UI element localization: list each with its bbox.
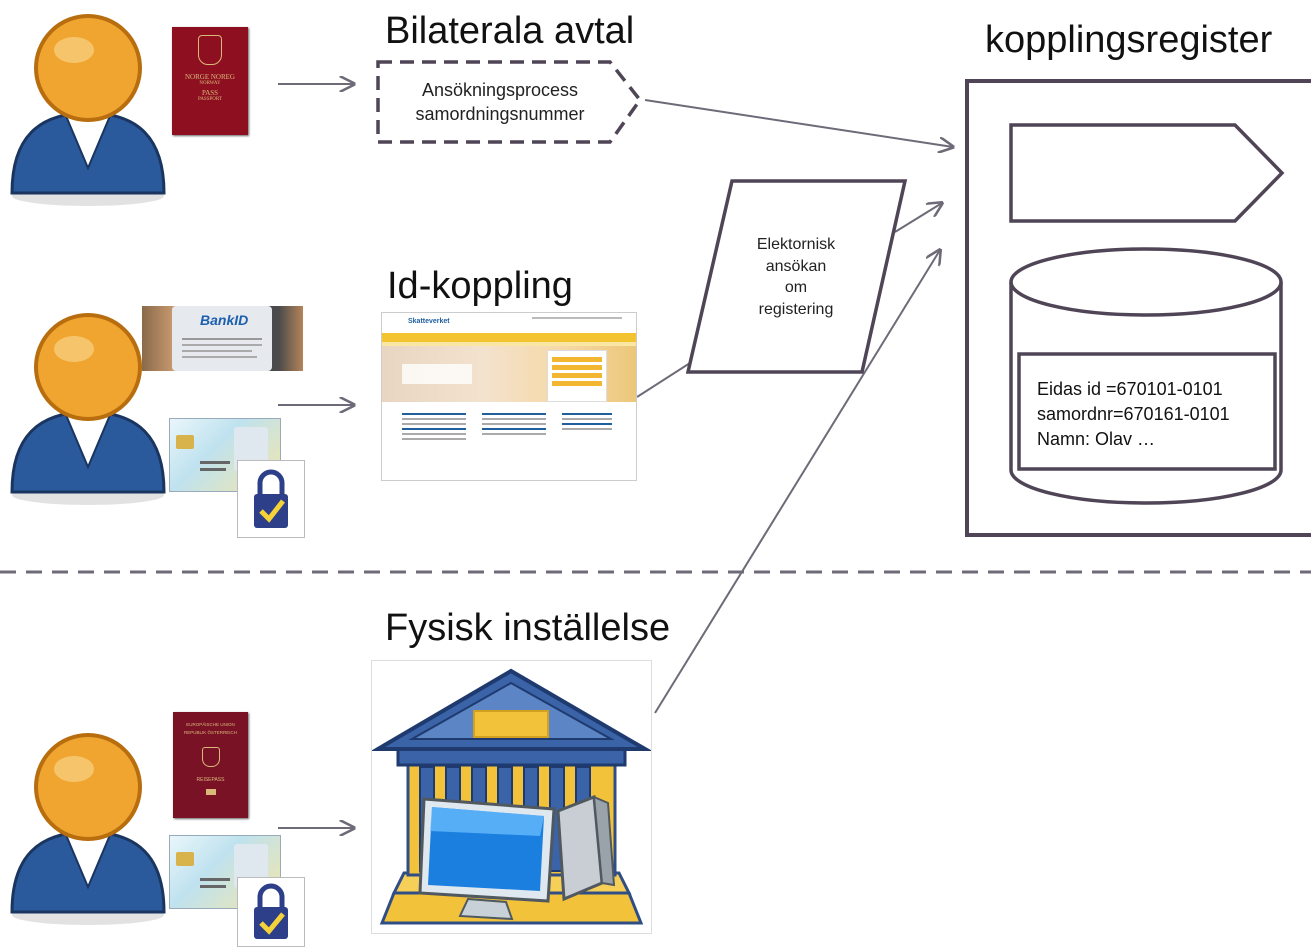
- record-line3: Namn: Olav …: [1037, 429, 1156, 449]
- electronic-doc-shape: [685, 179, 908, 374]
- website-hero-photo: [382, 346, 636, 402]
- crest-icon: [198, 35, 222, 65]
- website-screenshot: Skatteverket: [381, 312, 637, 481]
- passport-austria-image: EUROPÄISCHE UNION REPUBLIK ÖSTERREICH RE…: [173, 712, 248, 818]
- website-nav: [382, 333, 636, 342]
- register-pentagon: [1009, 123, 1285, 223]
- passport-norway-line3: PASS: [201, 89, 219, 97]
- register-database-top: [1009, 247, 1283, 317]
- eu-lock-icon: [237, 460, 305, 538]
- record-text: Eidas id =670101-0101 samordnr=670161-01…: [1037, 377, 1230, 452]
- eu-lock-icon: [237, 877, 305, 947]
- biometric-chip-icon: [205, 789, 216, 795]
- office-building-image: [370, 660, 653, 934]
- doc-line1: Elektornisk: [756, 236, 836, 253]
- heading-register: kopplingsregister: [985, 19, 1273, 61]
- passport-norway-line2: NORWAY: [199, 81, 221, 86]
- record-line2: samordnr=670161-0101: [1037, 404, 1230, 424]
- website-header: Skatteverket: [382, 313, 636, 333]
- doc-line4: registering: [758, 300, 834, 318]
- heading-idkoppling: Id-koppling: [387, 265, 573, 307]
- person-icon: [10, 14, 166, 206]
- passport-norway-line1: NORGE NOREG: [185, 73, 235, 81]
- passport-austria-line3: REISEPASS: [196, 777, 225, 783]
- website-sidebar-panel: [547, 350, 607, 402]
- line-website-to-doc: [636, 362, 691, 398]
- person-icon: [10, 733, 166, 925]
- bankid-logo: BankID: [200, 312, 249, 328]
- website-body: [382, 402, 636, 451]
- website-logo: Skatteverket: [408, 318, 450, 325]
- passport-austria-line1: EUROPÄISCHE UNION: [186, 722, 235, 727]
- arrow-doc-to-register: [894, 203, 942, 233]
- record-box: [1017, 352, 1277, 471]
- chip-icon: [176, 852, 194, 866]
- process-box-shape: [376, 60, 643, 144]
- record-line1: Eidas id =670101-0101: [1037, 379, 1223, 399]
- process-line2: samordningsnummer: [415, 104, 585, 124]
- heading-fysisk: Fysisk inställelse: [385, 607, 671, 649]
- arrow-bank-to-register: [654, 250, 940, 714]
- arrow-process-to-register: [644, 99, 953, 147]
- bankid-phone-image: BankID: [142, 306, 303, 371]
- passport-austria-line2: REPUBLIK ÖSTERREICH: [183, 730, 237, 735]
- person-icon: [10, 313, 166, 505]
- doc-line2: ansökan: [765, 257, 827, 275]
- passport-norway-image: NORGE NOREG NORWAY PASS PASSPORT: [172, 27, 248, 135]
- phone-screen: BankID: [172, 306, 272, 371]
- electronic-doc-label: Elektornisk ansökan om registering: [736, 234, 856, 320]
- process-line1: Ansökningsprocess: [421, 80, 579, 100]
- eagle-crest-icon: [201, 747, 220, 767]
- process-box-label: Ansökningsprocess samordningsnummer: [380, 78, 620, 126]
- passport-norway-line4: PASSPORT: [198, 97, 222, 102]
- heading-bilateral: Bilaterala avtal: [385, 10, 635, 52]
- doc-line3: om: [784, 279, 808, 296]
- chip-icon: [176, 435, 194, 449]
